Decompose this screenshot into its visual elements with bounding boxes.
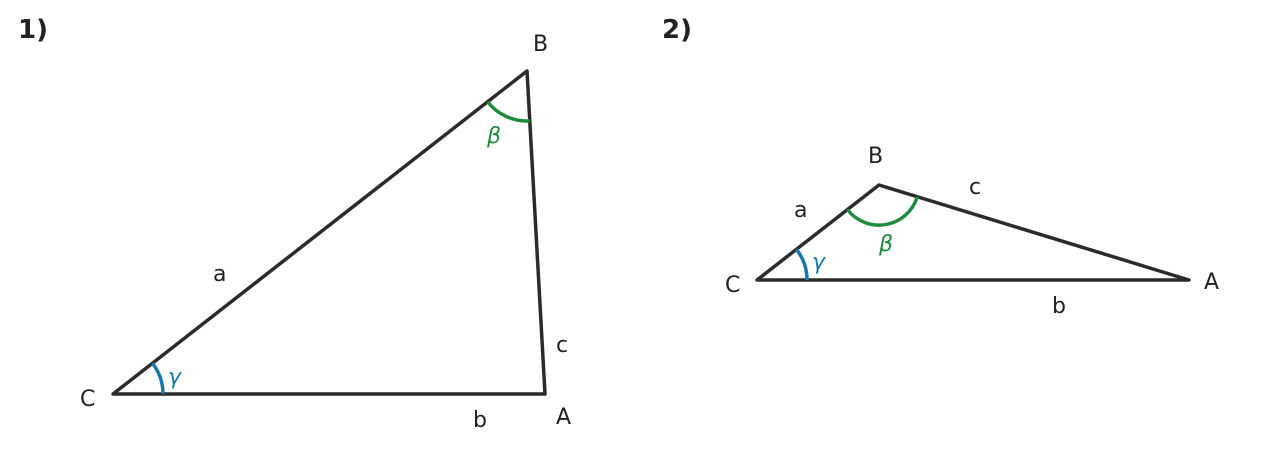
triangle-2-outline	[755, 183, 1191, 282]
triangle-2-gamma-arc	[794, 248, 809, 281]
triangle-2-group: 2) B C A a b c β γ	[662, 15, 1219, 319]
triangle-2-vertex-a: A	[1204, 270, 1219, 295]
triangle-2-beta-arc	[846, 196, 919, 227]
triangle-1-side-c: c	[556, 333, 568, 358]
triangle-1-gamma-arc	[150, 362, 165, 395]
triangle-2-side-b: b	[1052, 294, 1066, 319]
triangle-1-vertex-c: C	[80, 387, 95, 412]
triangle-1-group: 1) B C A a b c β γ	[18, 15, 571, 433]
triangle-2-beta-label: β	[878, 232, 893, 257]
triangle-2-side-c: c	[969, 175, 981, 200]
triangle-1-beta-label: β	[486, 124, 501, 149]
triangle-1-outline	[111, 69, 547, 396]
triangle-1-gamma-label: γ	[168, 365, 182, 390]
triangle-2-gamma-label: γ	[812, 250, 826, 275]
triangle-1-beta-arc	[486, 100, 530, 123]
triangle-2-vertex-b: B	[868, 144, 883, 169]
triangle-1-side-a: a	[213, 262, 226, 287]
triangle-1-vertex-a: A	[556, 405, 571, 430]
triangle-1-number: 1)	[18, 15, 48, 45]
triangle-1-vertex-b: B	[533, 32, 548, 57]
triangle-2-vertex-c: C	[725, 273, 740, 298]
triangle-1-side-b: b	[473, 408, 487, 433]
triangle-2-number: 2)	[662, 15, 692, 45]
triangle-2-side-a: a	[794, 198, 807, 223]
